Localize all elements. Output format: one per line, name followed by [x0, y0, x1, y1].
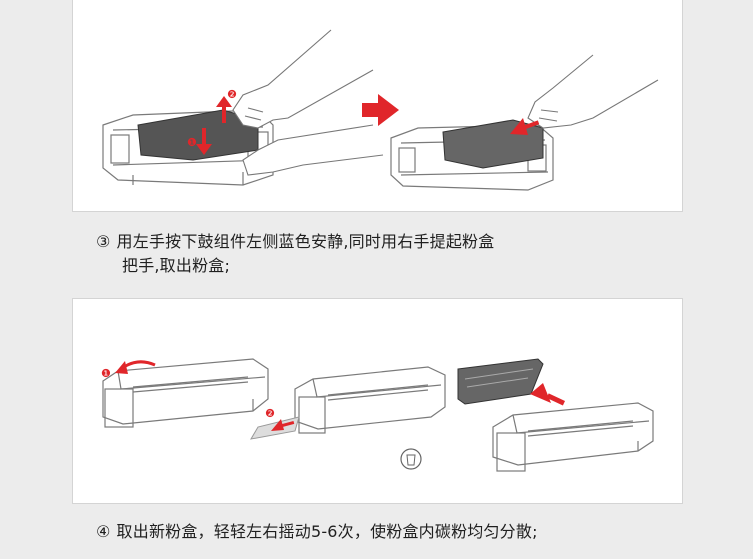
step-3-text-line2: 把手,取出粉盒; — [122, 256, 231, 275]
step-4-caption: ④ 取出新粉盒，轻轻左右摇动5-6次，使粉盒内碳粉均匀分散; — [96, 520, 736, 544]
drum-cover-lines — [464, 368, 534, 388]
new-toner-cartridge-2 — [294, 366, 446, 434]
marker-1-shake: ❶ — [101, 367, 111, 380]
illustration-panel-remove-toner: ❷ ❶ — [72, 0, 683, 212]
lift-arrow-up — [216, 96, 232, 123]
step-4-number: ④ — [96, 522, 111, 541]
new-toner-cartridge-3 — [492, 402, 654, 472]
recycle-icon — [400, 448, 422, 470]
step-3-caption: ③ 用左手按下鼓组件左侧蓝色安静,同时用右手提起粉盒 把手,取出粉盒; — [96, 230, 696, 278]
marker-1-press: ❶ — [187, 136, 197, 149]
right-hand-right-scene — [527, 54, 659, 129]
new-toner-illustration: ❶ ❷ — [101, 358, 654, 472]
left-hand-left-scene — [242, 124, 384, 176]
pull-seal-arrow — [271, 419, 295, 431]
step-3-text-line1: 用左手按下鼓组件左侧蓝色安静,同时用右手提起粉盒 — [116, 232, 495, 251]
marker-2-lift: ❷ — [227, 88, 237, 101]
step-4-text: 取出新粉盒，轻轻左右摇动5-6次，使粉盒内碳粉均匀分散; — [116, 522, 538, 541]
right-arrow-icon — [362, 94, 399, 126]
right-hand-left-scene — [232, 29, 374, 129]
step-3-number: ③ — [96, 232, 111, 251]
insert-arrow — [530, 383, 566, 406]
new-toner-cartridge-1 — [102, 358, 269, 428]
illustration-panel-new-toner: ❶ ❷ — [72, 298, 683, 504]
pull-out-arrow — [510, 118, 540, 135]
press-arrow-down — [196, 128, 212, 155]
shake-arrow-icon — [115, 360, 156, 374]
remove-toner-illustration: ❷ ❶ — [102, 29, 659, 191]
marker-2-seal: ❷ — [265, 407, 275, 420]
drum-cover-dark — [457, 358, 544, 405]
